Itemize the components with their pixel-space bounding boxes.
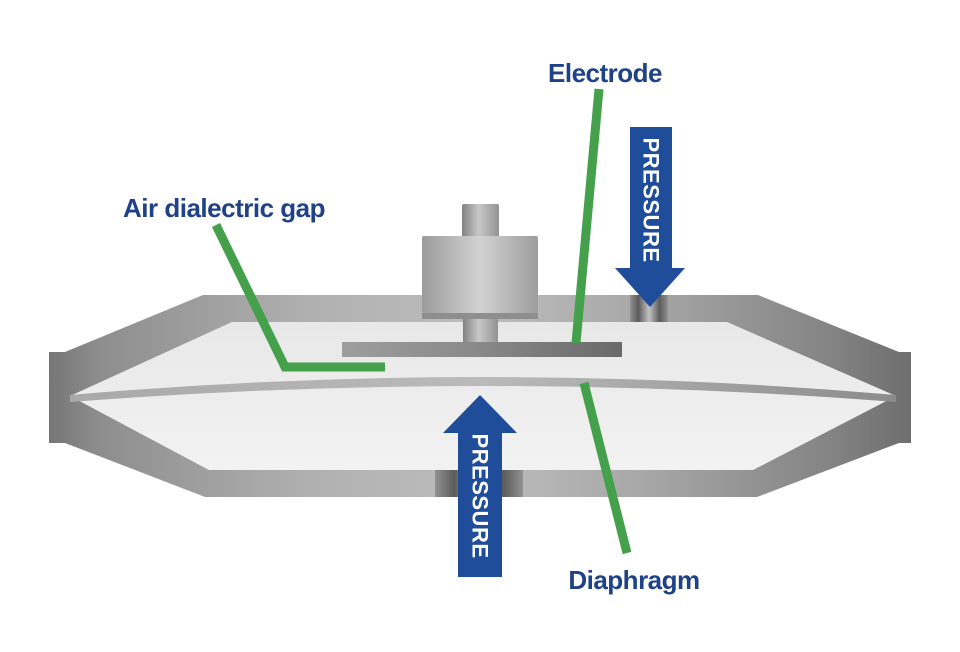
pressure-arrow-down <box>615 127 685 307</box>
electrode-label: Electrode <box>548 58 662 88</box>
electrode-housing-block <box>422 236 538 313</box>
air-gap-pointer-line <box>211 223 385 372</box>
electrode-terminal-pin <box>462 204 499 238</box>
electrode-pointer-line <box>571 88 604 344</box>
pressure-arrow-down-label: PRESSURE <box>639 137 664 262</box>
diaphragm-pointer-line <box>579 381 632 555</box>
electrode-stem <box>463 318 498 343</box>
diaphragm-label: Diaphragm <box>568 565 699 595</box>
electrode-housing-base <box>422 313 538 319</box>
air-gap-label: Air dialectric gap <box>123 193 325 223</box>
electrode-plate <box>342 342 622 357</box>
pressure-arrow-up <box>443 395 517 577</box>
pressure-arrow-up-label: PRESSURE <box>468 433 493 558</box>
diaphragm-membrane <box>70 377 896 402</box>
